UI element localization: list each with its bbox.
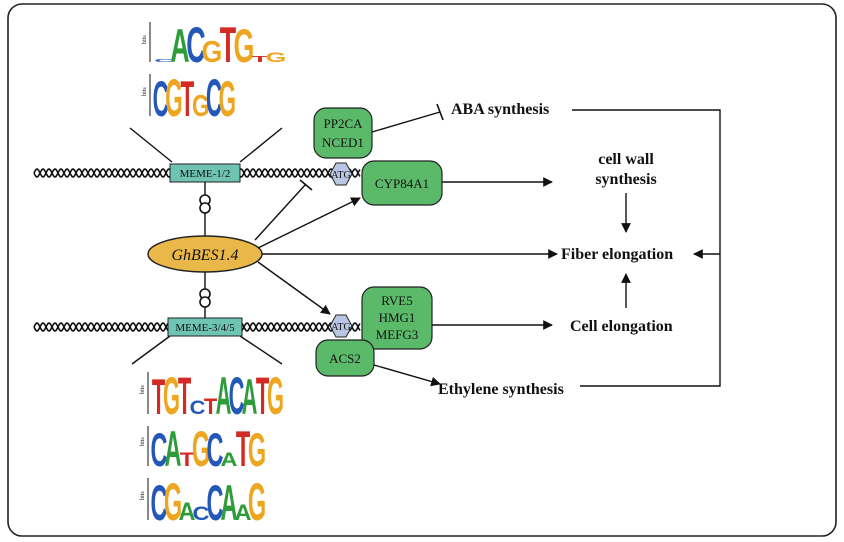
feedback-line-ethylene <box>580 254 721 387</box>
atg-hexagon-bottom <box>329 314 353 338</box>
motif-letter: A <box>235 500 252 525</box>
motif-letter: G <box>267 367 284 426</box>
motif-letter: C <box>153 72 169 127</box>
motif-letter: A <box>221 449 238 471</box>
motif-letter: C <box>229 367 245 426</box>
motif-letter: G <box>202 36 223 70</box>
inhibition-arrow-pp2ca <box>254 183 307 241</box>
inhibition-bar <box>299 179 313 191</box>
connector-line <box>239 335 283 365</box>
motif-logo-1-axis-label: bits <box>142 35 148 44</box>
node-pp2ca-label: PP2CA <box>323 116 363 131</box>
motif-letter: G <box>248 472 266 531</box>
label-cell-elongation: Cell elongation <box>570 318 673 335</box>
motif-letter: C <box>151 477 168 532</box>
motif-letter: A <box>165 423 182 478</box>
node-acs2 <box>315 339 375 377</box>
motif-letter: T <box>152 370 166 426</box>
meme-box-top-label: MEME-1/2 <box>180 168 231 180</box>
motif-letter: G <box>192 89 209 123</box>
motif-letter: C <box>190 397 206 419</box>
label-aba-synthesis: ABA synthesis <box>451 101 549 118</box>
label-fiber-elongation: Fiber elongation <box>561 246 673 263</box>
motif-letter: T <box>204 394 218 419</box>
binding-ring-top <box>199 202 211 214</box>
atg-bottom-label: ATG <box>331 322 350 333</box>
feedback-line-aba <box>572 109 721 254</box>
motif-letter: C <box>186 18 205 73</box>
inhibition-bar <box>436 103 444 121</box>
motif-letter: A <box>216 367 232 426</box>
motif-letter: G <box>163 367 180 426</box>
node-rve5-hmg1-mefg3 <box>361 286 433 350</box>
motif-letter: A <box>221 477 238 532</box>
motif-logo-4-axis-label: bits <box>140 437 146 446</box>
motif-letter: G <box>248 423 266 476</box>
motif-logo-5-axis-label: bits <box>140 491 146 500</box>
motif-letter: A <box>242 370 258 426</box>
label-cell-wall-synthesis: synthesis <box>595 171 656 188</box>
motif-letter: G <box>192 423 210 478</box>
motif-letter: T <box>236 423 251 478</box>
arrow-acs2-ethylene <box>373 364 441 387</box>
connector-line <box>131 335 171 365</box>
activation-arrow-atg-bottom <box>257 261 331 315</box>
motif-letter: T <box>252 55 268 64</box>
node-cyp84a1-label: CYP84A1 <box>375 176 429 191</box>
motif-letter: C <box>207 423 224 476</box>
gene-node-label: GhBES1.4 <box>171 247 238 264</box>
connector-line <box>239 127 283 163</box>
motif-letter: C <box>193 503 210 525</box>
atg-hexagon-top <box>329 162 353 186</box>
motif-letter: A <box>179 498 196 526</box>
motif-letter: A <box>170 20 189 73</box>
motif-letter: C <box>151 423 168 476</box>
motif-letter: G <box>234 20 255 73</box>
node-cyp84a1 <box>361 160 443 206</box>
label-cell-wall: cell wall <box>598 151 654 168</box>
node-acs2-label: ACS2 <box>329 351 361 366</box>
diagram-border <box>7 3 837 537</box>
activation-arrow-cyp84a1 <box>257 197 361 249</box>
motif-letter: G <box>266 50 287 66</box>
motif-letter: T <box>178 367 192 426</box>
motif-letter: G <box>165 69 182 128</box>
node-rve5-label: RVE5 <box>381 293 412 308</box>
atg-top-label: ATG <box>331 170 350 181</box>
node-hmg1-label: HMG1 <box>379 310 416 325</box>
motif-letter: T <box>256 367 270 426</box>
motif-letter: C <box>154 59 174 64</box>
motif-logo-2-axis-label: bits <box>142 87 148 96</box>
node-nced1-label: NCED1 <box>322 135 364 150</box>
motif-letter: T <box>180 72 194 127</box>
node-mefg3-label: MEFG3 <box>376 327 419 342</box>
label-ethylene-synthesis: Ethylene synthesis <box>438 381 564 398</box>
binding-ring-bottom <box>199 296 211 308</box>
node-pp2ca-nced1 <box>313 107 373 159</box>
motif-letter: T <box>220 18 236 73</box>
connector-line <box>129 127 173 163</box>
motif-letter: G <box>219 72 236 127</box>
inhibition-arrow-aba <box>371 111 441 133</box>
meme-box-bottom-label: MEME-3/4/5 <box>175 322 235 334</box>
motif-letter: T <box>180 449 194 471</box>
motif-letter: C <box>206 69 222 128</box>
motif-letter: C <box>207 477 224 532</box>
motif-letter: G <box>164 472 182 531</box>
motif-logo-3-axis-label: bits <box>140 385 146 394</box>
